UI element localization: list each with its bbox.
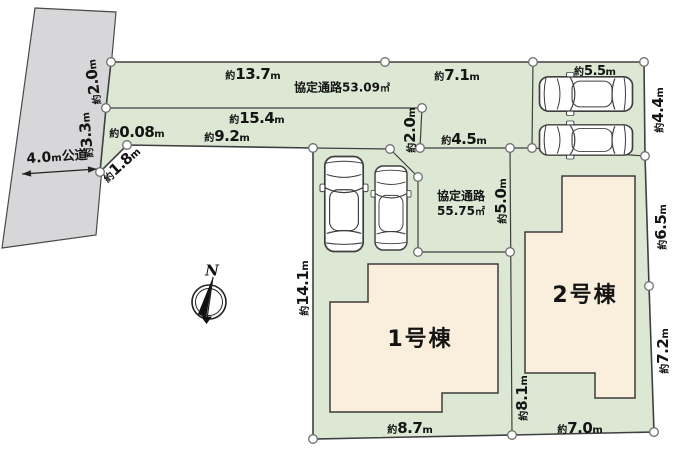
- road-shape: [1, 7, 117, 249]
- road-width-arrow: [21, 166, 98, 177]
- site-boundary: [98, 61, 655, 440]
- dimension-mid-8-1m: 約8.1m: [513, 375, 531, 421]
- compass-icon: [191, 276, 227, 324]
- passage-area-label-2: 協定通路 55.75㎡: [436, 188, 486, 218]
- building-1-shape: [329, 263, 499, 413]
- dimension-mid-5-0m: 約5.0m: [492, 178, 510, 224]
- dimension-mid-4-5m: 約4.5m: [441, 130, 487, 148]
- dimension-top-5-5m: 約5.5m: [574, 64, 616, 79]
- dimension-top-13-7m: 約13.7m: [225, 65, 281, 83]
- dimension-bottom-7-0m: 約7.0m: [557, 419, 603, 437]
- dimension-right-7-2m: 約7.2m: [654, 328, 672, 374]
- boundary-markers: [95, 57, 659, 444]
- building-2-shape: [524, 175, 636, 399]
- car-icon: [319, 155, 369, 253]
- car-icon: [370, 165, 412, 251]
- dimension-bottom-8-7m: 約8.7m: [387, 419, 433, 437]
- dimension-left-0-08m: 約0.08m: [109, 123, 165, 141]
- building-1-label: 1号棟: [387, 327, 453, 352]
- dimension-left-14-1m: 約14.1m: [294, 260, 312, 316]
- north-label: N: [205, 261, 219, 280]
- dimension-right-4-4m: 約4.4m: [649, 87, 667, 133]
- dimension-right-6-5m: 約6.5m: [652, 204, 670, 250]
- dimension-mid-15-4m: 約15.4m: [229, 109, 285, 127]
- car-icon: [538, 120, 634, 160]
- dimension-top-7-1m: 約7.1m: [434, 66, 480, 84]
- dimension-mid-2-0m: 約2.0m: [401, 107, 419, 153]
- passage-area-label-1: 協定通路53.09㎡: [294, 80, 390, 95]
- dimension-mid-9-2m: 約9.2m: [204, 127, 250, 145]
- building-2-label: 2号棟: [552, 283, 618, 308]
